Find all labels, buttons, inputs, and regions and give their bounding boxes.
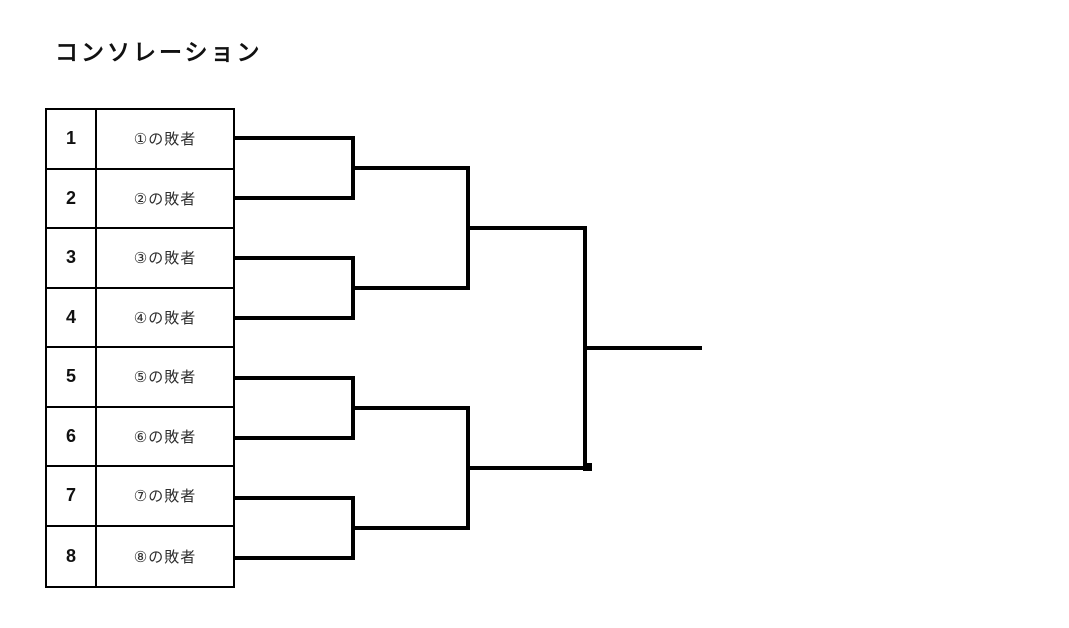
seed-number: 2	[47, 169, 97, 227]
match-5-6-connector	[235, 376, 355, 440]
match-7-8-connector	[235, 496, 355, 560]
seed-number: 4	[47, 288, 97, 346]
table-row: 2 ②の敗者	[47, 169, 233, 229]
match-1-2-connector	[235, 136, 355, 200]
seed-number: 7	[47, 467, 97, 525]
seed-label: ③の敗者	[133, 250, 197, 268]
seed-label: ①の敗者	[133, 131, 197, 149]
semifinal-bottom-connector	[353, 406, 470, 530]
seed-number: 5	[47, 348, 97, 406]
seed-label: ②の敗者	[133, 190, 197, 208]
seed-number: 6	[47, 407, 97, 465]
seed-label: ⑥の敗者	[133, 428, 197, 446]
table-row: 7 ⑦の敗者	[47, 467, 233, 527]
table-row: 3 ③の敗者	[47, 229, 233, 289]
table-row: 5 ⑤の敗者	[47, 348, 233, 408]
page-title: コンソレーション	[55, 39, 263, 65]
table-row: 1 ①の敗者	[47, 110, 233, 170]
match-3-4-connector	[235, 256, 355, 320]
semifinal-top-connector	[353, 166, 470, 290]
junction-dot	[583, 463, 592, 471]
seed-table: 1 ①の敗者 2 ②の敗者 3 ③の敗者 4 ④の敗者 5 ⑤の敗者 6 ⑥の敗…	[45, 108, 235, 588]
seed-number: 1	[47, 110, 97, 168]
seed-label: ⑤の敗者	[133, 369, 197, 387]
table-row: 6 ⑥の敗者	[47, 407, 233, 467]
seed-label: ⑧の敗者	[133, 548, 197, 566]
seed-number: 3	[47, 229, 97, 287]
final-connector	[468, 226, 587, 470]
seed-label: ④の敗者	[133, 309, 197, 327]
seed-label: ⑦の敗者	[133, 488, 197, 506]
seed-number: 8	[47, 526, 97, 586]
table-row: 8 ⑧の敗者	[47, 526, 233, 586]
table-row: 4 ④の敗者	[47, 288, 233, 348]
